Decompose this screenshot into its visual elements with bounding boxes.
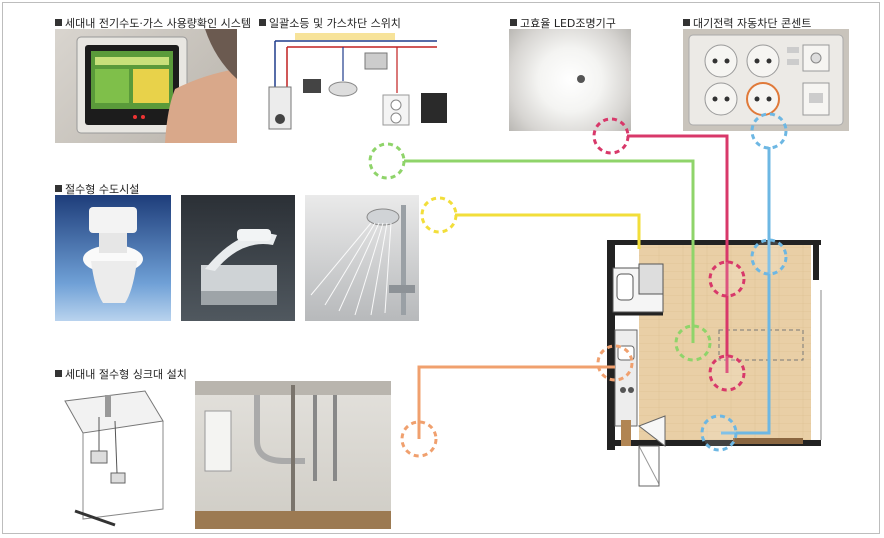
toilet-photo — [55, 195, 171, 321]
shower-photo — [305, 195, 419, 321]
sink-install-diagram — [55, 381, 165, 529]
label-water-saving: 절수형 수도시설 — [55, 181, 139, 197]
label-led-light: 고효율 LED조명기구 — [510, 15, 616, 31]
label-sink-install: 세대내 절수형 싱크대 설치 — [55, 366, 187, 382]
led-light-photo — [509, 29, 631, 131]
label-master-switch: 일괄소등 및 가스차단 스위치 — [259, 15, 401, 31]
switch-wiring-diagram — [247, 29, 447, 135]
under-sink-photo — [195, 381, 391, 529]
connector-lines — [368, 112, 788, 458]
usage-monitor-photo — [55, 29, 237, 143]
faucet-photo — [181, 195, 295, 321]
label-standby-outlet: 대기전력 자동차단 콘센트 — [683, 15, 811, 31]
label-usage-monitor: 세대내 전기수도·가스 사용량확인 시스템 — [55, 15, 251, 31]
